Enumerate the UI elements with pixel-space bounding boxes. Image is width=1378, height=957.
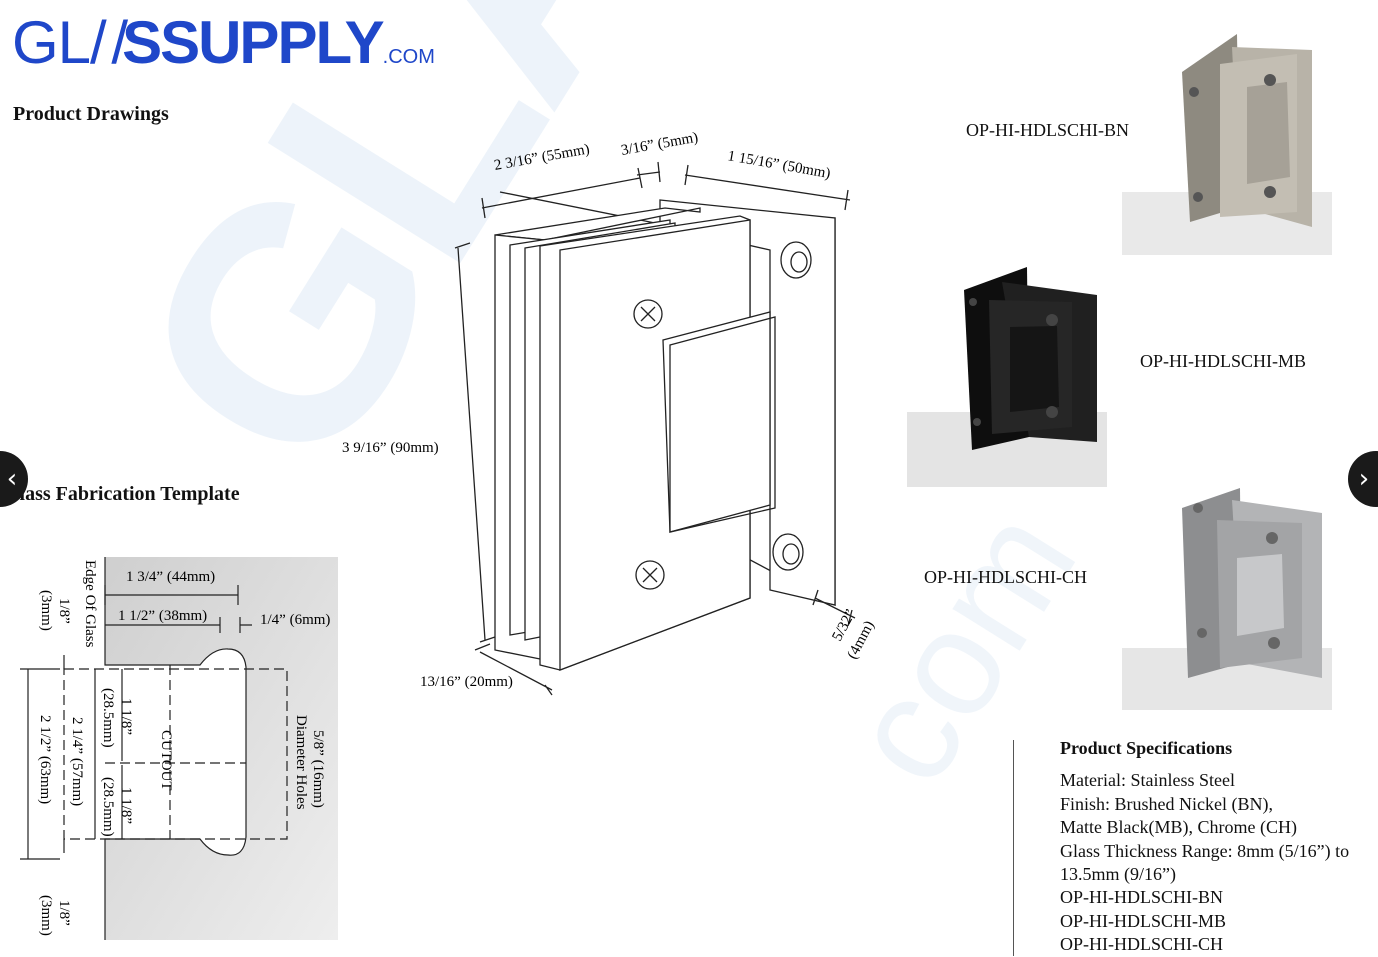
tpl-top-eighth: 1/8”: [56, 598, 72, 624]
spec-line: OP-HI-HDLSCHI-MB: [1060, 910, 1226, 931]
tpl-w38: 1 1/2” (38mm): [118, 608, 207, 624]
spec-line: 13.5mm (9/16”): [1060, 864, 1176, 885]
hinge-photo-mb: [907, 267, 1107, 487]
dim-gap: 3/16” (5mm): [620, 130, 700, 159]
tpl-h28b-1: 1 1/8”: [118, 787, 134, 824]
spec-line: Glass Thickness Range: 8mm (5/16”) to: [1060, 840, 1350, 861]
spec-line: Material: Stainless Steel: [1060, 770, 1235, 791]
next-slide-button[interactable]: ›: [1348, 451, 1378, 507]
product-code-ch: OP-HI-HDLSCHI-CH: [924, 567, 1087, 587]
tpl-h57: 2 1/4” (57mm): [69, 717, 85, 806]
tpl-h28a-2: (28.5mm): [100, 688, 116, 748]
spec-line: Finish: Brushed Nickel (BN),: [1060, 793, 1273, 814]
dim-height: 3 9/16” (90mm): [342, 440, 439, 456]
glassupply-logo[interactable]: GL/ /SSUPPLY.COM: [12, 8, 435, 77]
tpl-bot-eighth: 1/8”: [56, 900, 72, 926]
tpl-edge: Edge Of Glass: [82, 560, 98, 648]
tpl-cutout: CUTOUT: [158, 730, 174, 791]
spec-line: OP-HI-HDLSCHI-CH: [1060, 934, 1223, 955]
dim-thickness: 13/16” (20mm): [420, 674, 513, 690]
hinge-line-drawing: 2 3/16” (55mm) 3/16” (5mm) 1 15/16” (50m…: [342, 130, 878, 696]
product-drawings-heading: Product Drawings: [13, 103, 169, 125]
tpl-top-3mm: (3mm): [38, 590, 54, 631]
tpl-holes-1: 5/8” (16mm): [310, 730, 326, 808]
product-code-bn: OP-HI-HDLSCHI-BN: [966, 120, 1129, 140]
product-specifications: Product Specifications Material: Stainle…: [1060, 737, 1378, 957]
tpl-h28a-1: 1 1/8”: [118, 698, 134, 735]
spec-title: Product Specifications: [1060, 738, 1233, 758]
logo-part1: GL: [12, 9, 91, 76]
tpl-w44: 1 3/4” (44mm): [126, 569, 215, 585]
tpl-bot-3mm: (3mm): [38, 895, 54, 936]
hinge-photo-ch: [1122, 488, 1332, 710]
tpl-holes-2: Diameter Holes: [293, 715, 309, 810]
spec-line: Matte Black(MB), Chrome (CH): [1060, 817, 1297, 838]
dim-width: 2 3/16” (55mm): [493, 141, 591, 174]
fabrication-template-heading: Glass Fabrication Template: [4, 483, 240, 505]
tpl-h28b-2: (28.5mm): [100, 777, 116, 837]
chevron-left-icon: ‹: [6, 464, 18, 494]
tpl-h63: 2 1/2” (63mm): [37, 715, 53, 804]
spec-divider: [1013, 740, 1014, 956]
spec-line: OP-HI-HDLSCHI-BN: [1060, 887, 1223, 908]
logo-suffix: .COM: [382, 46, 435, 68]
hinge-photo-bn: [1122, 34, 1332, 255]
logo-part3: SSUPPLY: [122, 9, 385, 76]
product-code-mb: OP-HI-HDLSCHI-MB: [1140, 351, 1306, 371]
chevron-right-icon: ›: [1358, 464, 1370, 494]
logo-slashes: / /: [90, 9, 128, 76]
fabrication-template-drawing: 1 3/4” (44mm) 1 1/2” (38mm) 1/4” (6mm) E…: [20, 557, 338, 940]
tpl-w6: 1/4” (6mm): [260, 612, 330, 628]
dim-depth: 1 15/16” (50mm): [726, 148, 831, 182]
